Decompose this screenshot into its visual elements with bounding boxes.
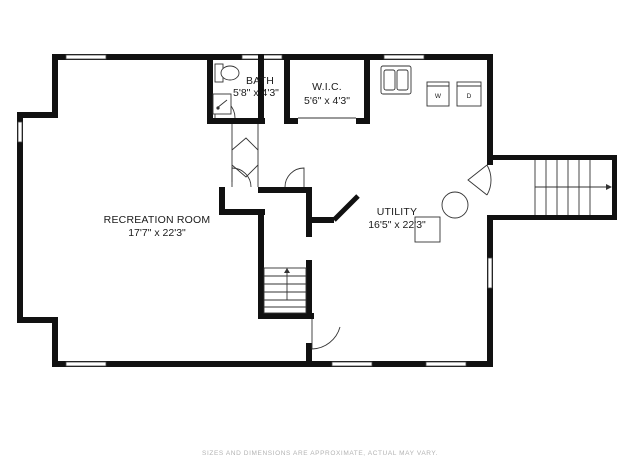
dryer-label: D [467, 93, 472, 100]
wic-dims: 5'6" x 4'3" [304, 95, 350, 107]
doors [214, 97, 492, 350]
wic-name: W.I.C. [312, 81, 342, 93]
windows [17, 54, 493, 367]
recreation-room-name: RECREATION ROOM [104, 214, 211, 226]
disclaimer-text: SIZES AND DIMENSIONS ARE APPROXIMATE, AC… [202, 450, 438, 457]
utility-dims: 16'5" x 22'3" [368, 219, 426, 231]
exterior-stairs [487, 155, 617, 220]
stair-walls [219, 187, 360, 367]
bath-name: BATH [246, 75, 274, 87]
utility-fixtures [380, 65, 482, 243]
interior-stairs [263, 267, 307, 314]
utility-name: UTILITY [377, 206, 418, 218]
washer-label: W [435, 93, 442, 100]
recreation-room-dims: 17'7" x 22'3" [128, 227, 186, 239]
bath-wic-walls [207, 54, 370, 124]
bath-dims: 5'8" x 4'3" [233, 87, 279, 99]
bath-fixtures [212, 63, 240, 115]
